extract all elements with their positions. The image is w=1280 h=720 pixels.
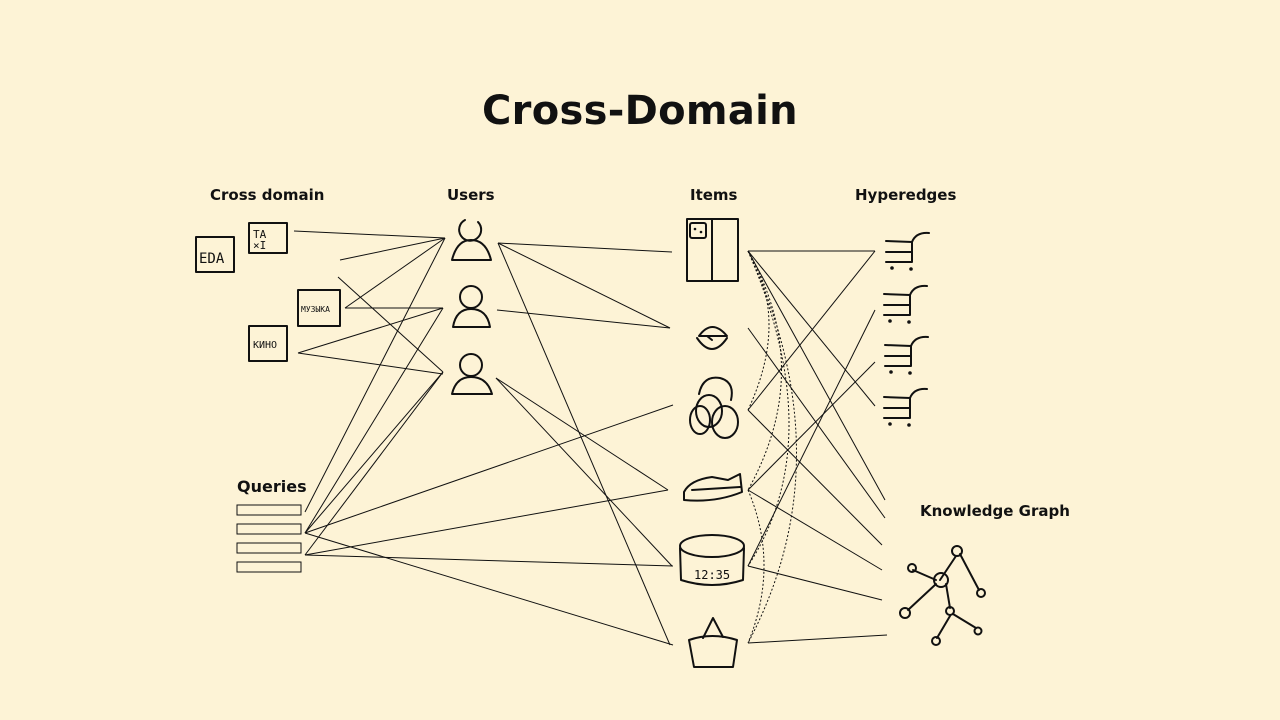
- taxi-icon: TA ×I: [248, 222, 288, 254]
- svg-text:КИНО: КИНО: [253, 340, 277, 351]
- cross-domain-label: Cross domain: [210, 186, 325, 204]
- svg-text:TA: TA: [253, 228, 267, 241]
- hyperedges-label: Hyperedges: [855, 186, 957, 204]
- page-title: Cross-Domain: [482, 88, 798, 134]
- user-icon: [452, 285, 491, 328]
- user-icon: [451, 353, 493, 395]
- music-icon: МУЗЫКА: [297, 289, 341, 327]
- kino-icon: КИНО: [248, 325, 288, 362]
- shopping-cart-icon: [883, 284, 928, 324]
- eda-icon: EDA: [195, 236, 235, 273]
- knowledge-graph-label: Knowledge Graph: [920, 502, 1070, 520]
- queries-label: Queries: [237, 477, 307, 496]
- refrigerator-icon: [686, 218, 739, 282]
- bowl-icon: [696, 326, 728, 350]
- svg-text:×I: ×I: [253, 239, 266, 252]
- users-label: Users: [447, 186, 495, 204]
- basket-icon: [688, 617, 738, 668]
- svg-text:МУЗЫКА: МУЗЫКА: [301, 305, 330, 314]
- svg-text:12:35: 12:35: [694, 568, 730, 582]
- sneaker-icon: [683, 473, 743, 502]
- edges: [293, 230, 888, 646]
- items-label: Items: [690, 186, 738, 204]
- knowledge-graph-icon: [899, 545, 986, 646]
- watch-icon: 12:35: [679, 534, 745, 586]
- shopping-cart-icon: [885, 231, 930, 271]
- headphones-icon: [689, 376, 739, 439]
- svg-text:EDA: EDA: [199, 251, 225, 267]
- shopping-cart-icon: [884, 335, 929, 375]
- query-bars: [236, 504, 302, 573]
- user-icon: [451, 219, 492, 261]
- shopping-cart-icon: [883, 387, 928, 427]
